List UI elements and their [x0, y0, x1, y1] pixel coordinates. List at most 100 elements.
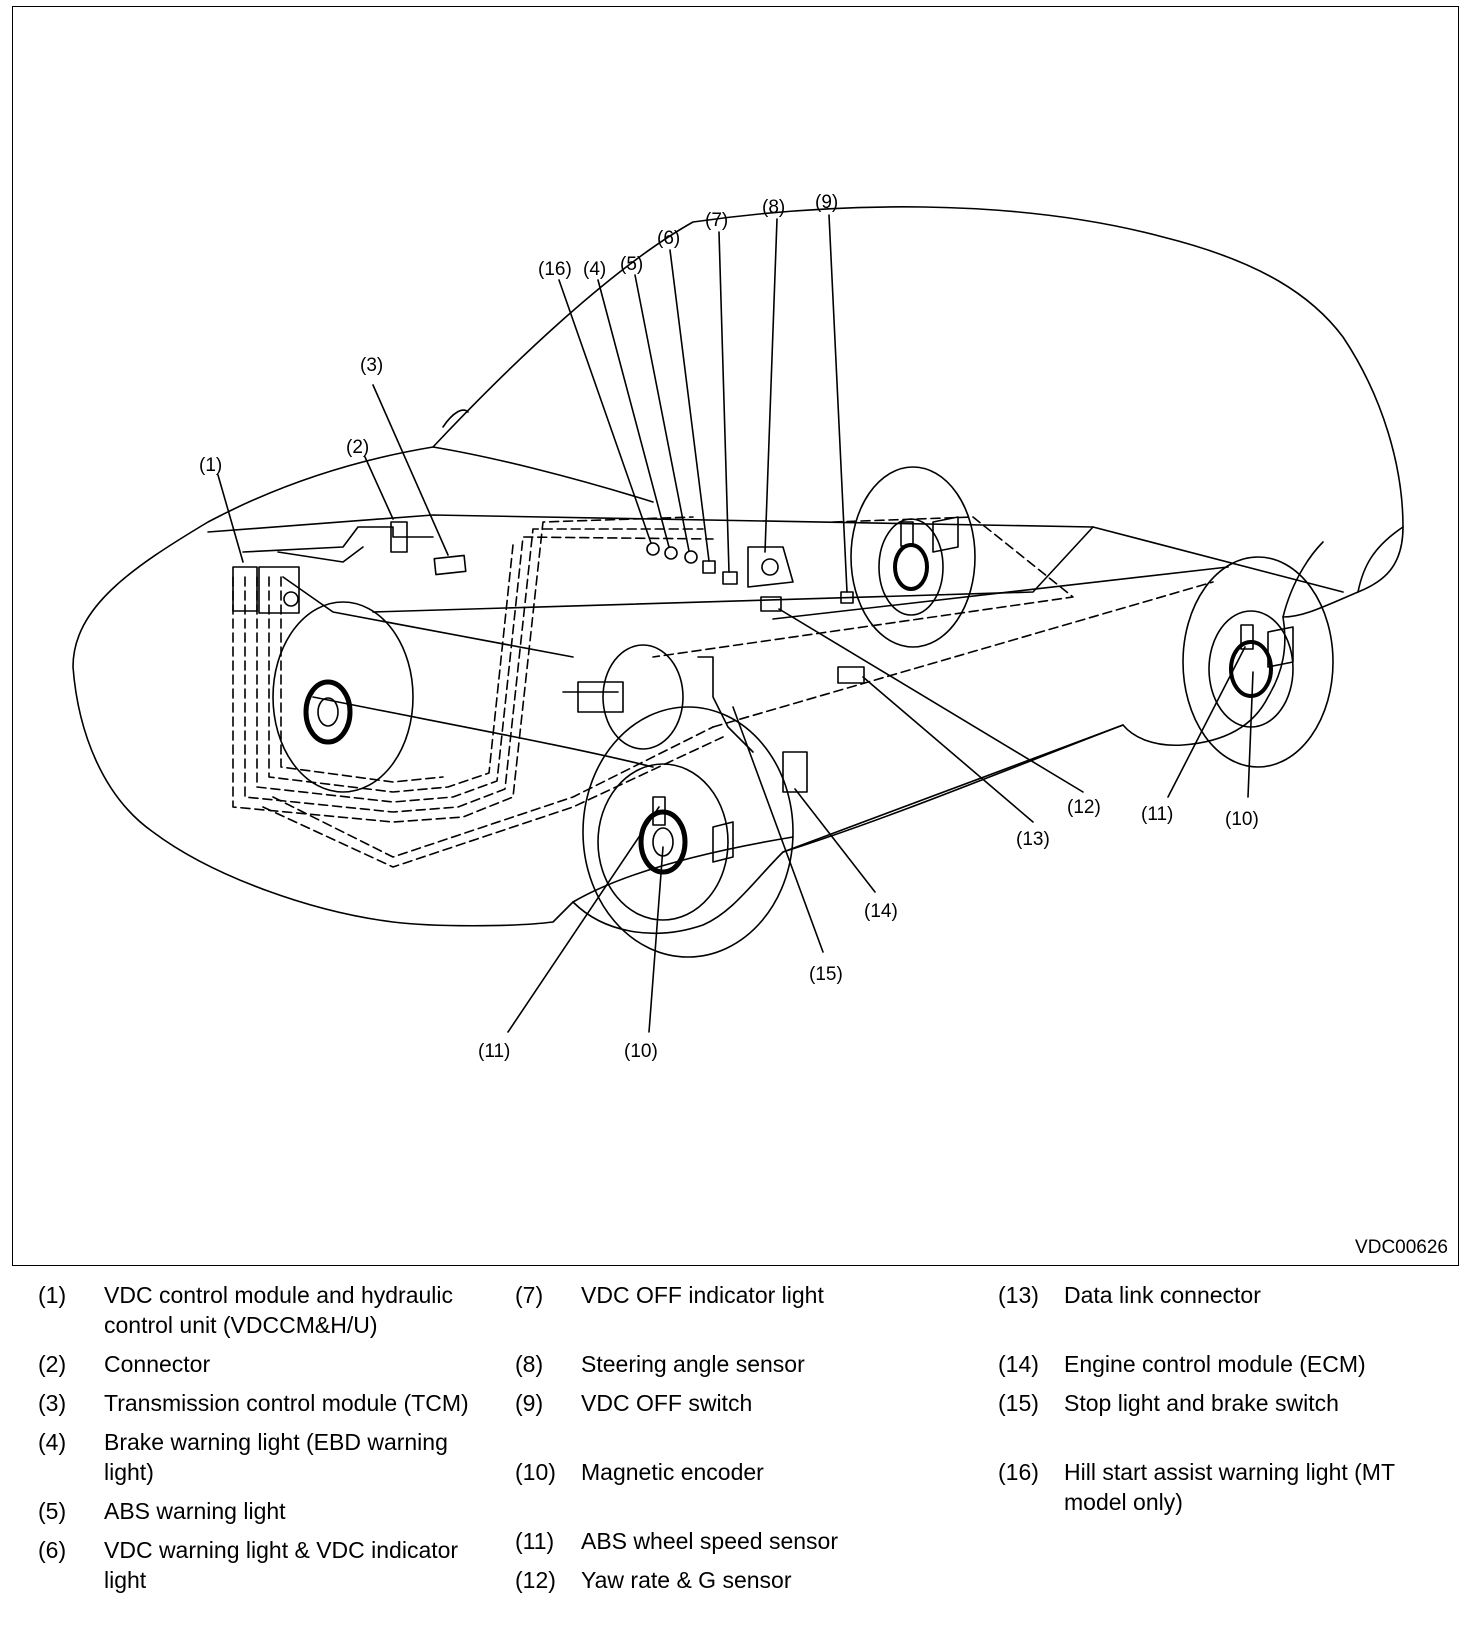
leader-9 — [828, 214, 848, 593]
vdc-hydraulic-unit-shape — [232, 566, 258, 612]
vdc-warning-light-shape — [702, 560, 716, 574]
data-link-connector-shape — [837, 666, 865, 684]
callout-11-rear: (11) — [1141, 804, 1173, 825]
leader-16 — [558, 279, 652, 544]
stop-light-switch-shape — [697, 656, 754, 753]
tcm-shape — [433, 554, 467, 576]
callout-7: (7) — [705, 210, 728, 231]
legend-item: (7)VDC OFF indicator light — [515, 1280, 965, 1310]
brake-warning-light-shape — [664, 546, 678, 560]
legend-text: Stop light and brake switch — [1064, 1390, 1339, 1416]
callout-2: (2) — [346, 437, 369, 458]
leader-10-front — [648, 846, 664, 1033]
rear-right-wheel — [1182, 556, 1334, 768]
legend-number: (10) — [515, 1459, 556, 1485]
leader-1 — [217, 474, 244, 563]
legend-item: (10) Magnetic encoder — [515, 1457, 965, 1487]
rear-left-wheel — [850, 466, 976, 648]
abs-warning-light-shape — [684, 550, 698, 564]
legend-item: (8) Steering angle sensor — [515, 1349, 965, 1379]
legend-item: (9)VDC OFF switch — [515, 1388, 965, 1418]
legend-number: (9) — [515, 1390, 544, 1416]
brake-booster-shape — [602, 644, 684, 750]
legend-text: ABS warning light — [104, 1498, 286, 1524]
leader-12 — [778, 608, 1084, 793]
legend-item: (16) Hill start assist warning light (MT … — [998, 1457, 1448, 1517]
callout-8: (8) — [762, 197, 785, 218]
car-roofline — [432, 409, 654, 503]
legend-text: ABS wheel speed sensor — [581, 1528, 838, 1554]
legend-number: (3) — [38, 1390, 67, 1416]
legend-number: (6) — [38, 1537, 67, 1563]
legend-text: Transmission control module (TCM) — [104, 1390, 469, 1416]
front-right-wheel — [582, 706, 794, 958]
callout-4: (4) — [583, 259, 606, 280]
leader-13 — [862, 676, 1034, 823]
legend-text: Yaw rate & G sensor — [581, 1567, 792, 1593]
callout-1: (1) — [199, 455, 222, 476]
legend-item: (4)Brake warning light (EBD warning ligh… — [38, 1427, 488, 1487]
callout-13: (13) — [1016, 829, 1050, 850]
leader-8 — [764, 218, 778, 553]
vehicle-diagram: (1) (2) (3) (16) (4) (5) (6) (7) (8) (9)… — [72, 192, 1404, 1062]
leader-4 — [597, 279, 670, 548]
front-left-wheel — [272, 601, 414, 793]
legend-item: (5) ABS warning light — [38, 1496, 488, 1526]
legend-item: (6) VDC warning light & VDC indicator lig… — [38, 1535, 488, 1595]
steering-angle-sensor-shape — [747, 546, 794, 588]
legend-number: (4) — [38, 1429, 67, 1455]
legend-number: (13) — [998, 1282, 1039, 1308]
figure-frame: (1) (2) (3) (16) (4) (5) (6) (7) (8) (9)… — [12, 6, 1459, 1266]
leader-5 — [634, 274, 690, 552]
legend-number: (7) — [515, 1282, 544, 1308]
legend-item: (15) Stop light and brake switch — [998, 1388, 1448, 1418]
legend-number: (1) — [38, 1282, 67, 1308]
callout-15: (15) — [809, 964, 843, 985]
ecm-shape — [782, 751, 808, 793]
callout-10-front: (10) — [624, 1041, 658, 1062]
legend-text: Steering angle sensor — [581, 1351, 805, 1377]
vdc-off-indicator-shape — [722, 571, 738, 585]
leader-11-rear — [1167, 646, 1246, 798]
leader-11-front — [507, 806, 660, 1033]
callout-6: (6) — [657, 228, 680, 249]
callout-11-front: (11) — [478, 1041, 510, 1062]
legend-text: VDC warning light & VDC indicator light — [104, 1537, 459, 1593]
legend-number: (15) — [998, 1390, 1039, 1416]
legend-item: (12)Yaw rate & G sensor — [515, 1565, 965, 1595]
legend-number: (5) — [38, 1498, 67, 1524]
legend-number: (11) — [515, 1528, 555, 1554]
callout-9: (9) — [815, 192, 838, 213]
legend-text: Magnetic encoder — [581, 1459, 764, 1485]
leader-14 — [794, 788, 876, 893]
legend-column-1: (1) VDC control module and hydraulic cont… — [38, 1280, 488, 1604]
leader-2 — [364, 456, 394, 520]
callout-3: (3) — [360, 355, 383, 376]
legend-number: (8) — [515, 1351, 544, 1377]
leader-10-rear — [1247, 671, 1254, 798]
legend-item: (2)Connector — [38, 1349, 488, 1379]
legend-item: (14)Engine control module (ECM) — [998, 1349, 1448, 1379]
callout-14: (14) — [864, 901, 898, 922]
legend-column-3: (13) Data link connector (14)Engine contr… — [998, 1280, 1448, 1526]
legend-item: (13) Data link connector — [998, 1280, 1448, 1310]
legend: (1) VDC control module and hydraulic cont… — [0, 1280, 1472, 1630]
legend-text: Engine control module (ECM) — [1064, 1351, 1366, 1377]
legend-number: (2) — [38, 1351, 67, 1377]
connector-shape — [390, 521, 408, 553]
hill-start-light-shape — [646, 542, 660, 556]
figure-code: VDC00626 — [1355, 1237, 1448, 1258]
callout-10-rear: (10) — [1225, 809, 1259, 830]
legend-number: (16) — [998, 1459, 1039, 1485]
car-floor — [207, 514, 1344, 593]
legend-text: Hill start assist warning light (MT mode… — [1064, 1459, 1395, 1515]
leader-15 — [732, 706, 824, 953]
legend-text: VDC control module and hydraulic control… — [104, 1282, 454, 1338]
callout-5: (5) — [620, 254, 643, 275]
legend-column-2: (7)VDC OFF indicator light (8) Steering a… — [515, 1280, 965, 1604]
leader-6 — [669, 249, 710, 562]
legend-item: (3) Transmission control module (TCM) — [38, 1388, 488, 1418]
legend-item: (11) ABS wheel speed sensor — [515, 1526, 965, 1556]
legend-text: Data link connector — [1064, 1282, 1261, 1308]
leader-3 — [372, 384, 449, 556]
